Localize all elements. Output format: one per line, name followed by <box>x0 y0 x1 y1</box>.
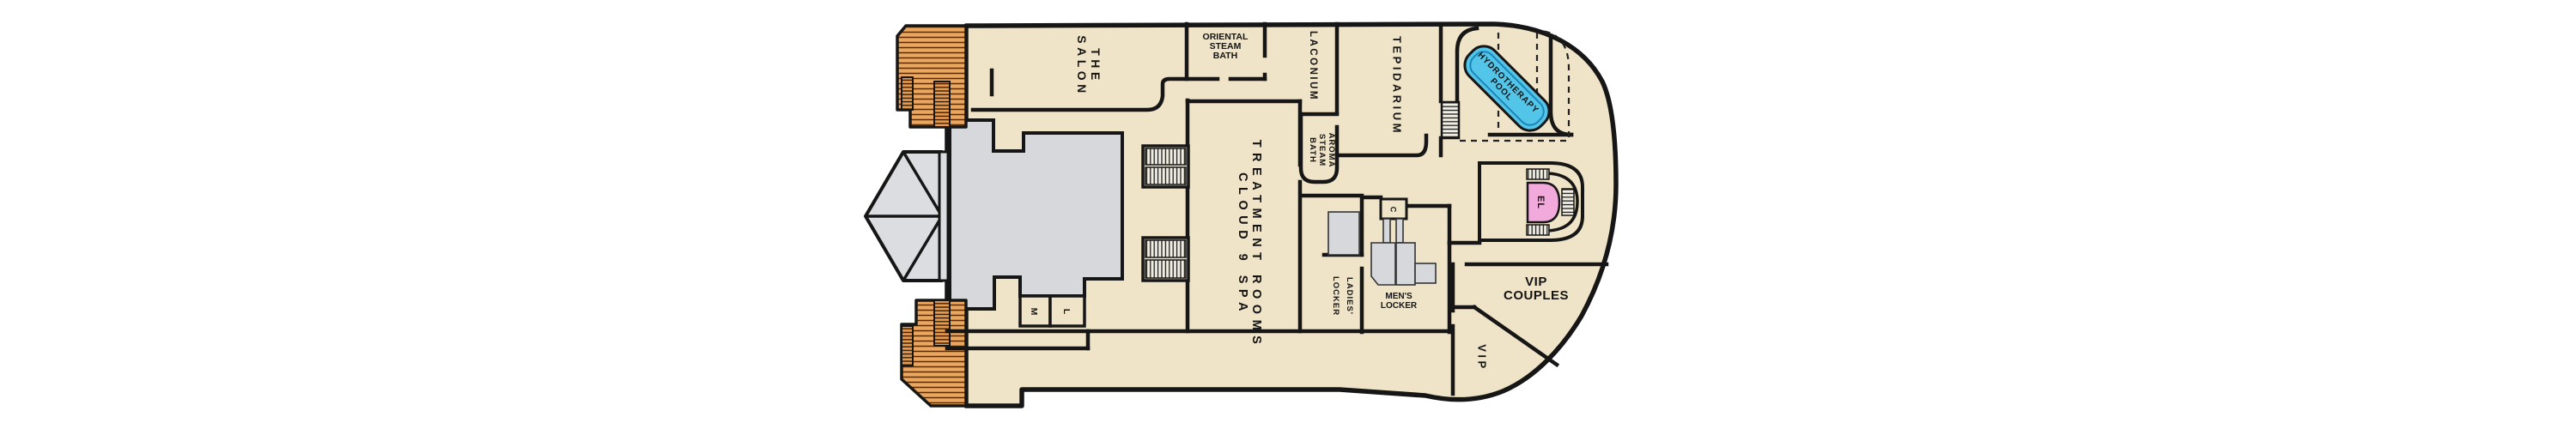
hydrotherapy-pool-shape <box>1463 45 1551 132</box>
ladies-label-line2: LOCKER <box>1331 276 1340 316</box>
treatment-label-line1: CLOUD 9 SPA <box>1236 172 1249 317</box>
aroma-label-line1: AROMA <box>1327 133 1336 168</box>
oriental-label-line3: BATH <box>1213 51 1237 61</box>
forward-top-stairs <box>896 24 968 129</box>
elevator-hatch-icon <box>1526 168 1550 180</box>
mid-upper-stairs <box>1141 144 1190 189</box>
stairs-ladder-icon <box>901 325 914 366</box>
room-mens-locker-label: MEN'S LOCKER <box>1381 292 1418 311</box>
room-m: M <box>1018 294 1052 328</box>
stairs-icon <box>1145 239 1187 258</box>
room-c-label: C <box>1389 207 1398 213</box>
mens-label-line2: LOCKER <box>1381 301 1418 311</box>
elevator-hatch-icon <box>1561 188 1575 216</box>
vip-couples-line2: COUPLES <box>1504 288 1569 303</box>
oriental-label-line2: STEAM <box>1210 41 1242 51</box>
room-c: C <box>1379 197 1408 221</box>
room-vip-couples-label: VIP COUPLES <box>1504 275 1569 303</box>
tepidarium-label-text: TEPIDARIUM <box>1391 36 1404 136</box>
elevator-hatch-icon <box>1526 224 1550 236</box>
ladies-label-line1: LADIES' <box>1345 277 1354 315</box>
stairs-ladder-icon <box>901 76 914 111</box>
room-l-label: L <box>1061 309 1072 315</box>
room-laconium-label: LACONIUM <box>1308 31 1318 101</box>
salon-label-line2: SALON <box>1075 35 1089 97</box>
aroma-label-line3: BATH <box>1308 137 1317 163</box>
elevator-label: EL <box>1535 196 1546 209</box>
locker-fixtures <box>1327 211 1437 286</box>
room-tepidarium-label: TEPIDARIUM <box>1391 36 1404 136</box>
mid-lower-stairs <box>1141 236 1190 282</box>
room-salon-label: THE SALON <box>1075 35 1103 97</box>
vip-label-text: VIP <box>1476 344 1489 371</box>
elevator-car <box>1526 181 1561 224</box>
stairs-ladder-icon <box>933 299 951 347</box>
elevator-lobby: EL <box>1478 161 1584 242</box>
stairs-icon <box>1145 148 1187 166</box>
stairs-ladder-icon <box>933 81 951 128</box>
vip-couples-line1: VIP <box>1525 275 1547 289</box>
room-vip-label: VIP <box>1476 344 1489 371</box>
room-oriental-label: ORIENTAL STEAM BATH <box>1203 32 1249 61</box>
stairs-icon <box>1145 166 1187 185</box>
interior-walls <box>945 21 1609 396</box>
void-structure-block <box>948 118 1124 311</box>
aroma-label-line2: STEAM <box>1317 134 1327 166</box>
room-ladies-locker-label: LADIES' LOCKER <box>1331 276 1354 316</box>
oriental-label-line1: ORIENTAL <box>1203 32 1249 42</box>
room-l: L <box>1048 294 1086 328</box>
room-m-label: M <box>1029 308 1039 316</box>
laconium-label-text: LACONIUM <box>1308 31 1318 101</box>
tepidarium-stairs-icon <box>1440 100 1461 140</box>
deck-plan-group: HYDROTHERAPY POOL EL M L C <box>864 21 1619 408</box>
treatment-label-line2: TREATMENT ROOMS <box>1249 140 1263 350</box>
mens-label-line1: MEN'S <box>1385 292 1413 301</box>
room-aroma-label: AROMA STEAM BATH <box>1308 133 1336 168</box>
forward-bottom-stairs <box>900 299 968 408</box>
room-treatment-label: TREATMENT ROOMS CLOUD 9 SPA <box>1236 140 1263 350</box>
stairs-icon <box>1145 259 1187 279</box>
bow-structure <box>864 150 950 282</box>
salon-label-line1: THE <box>1089 48 1103 84</box>
